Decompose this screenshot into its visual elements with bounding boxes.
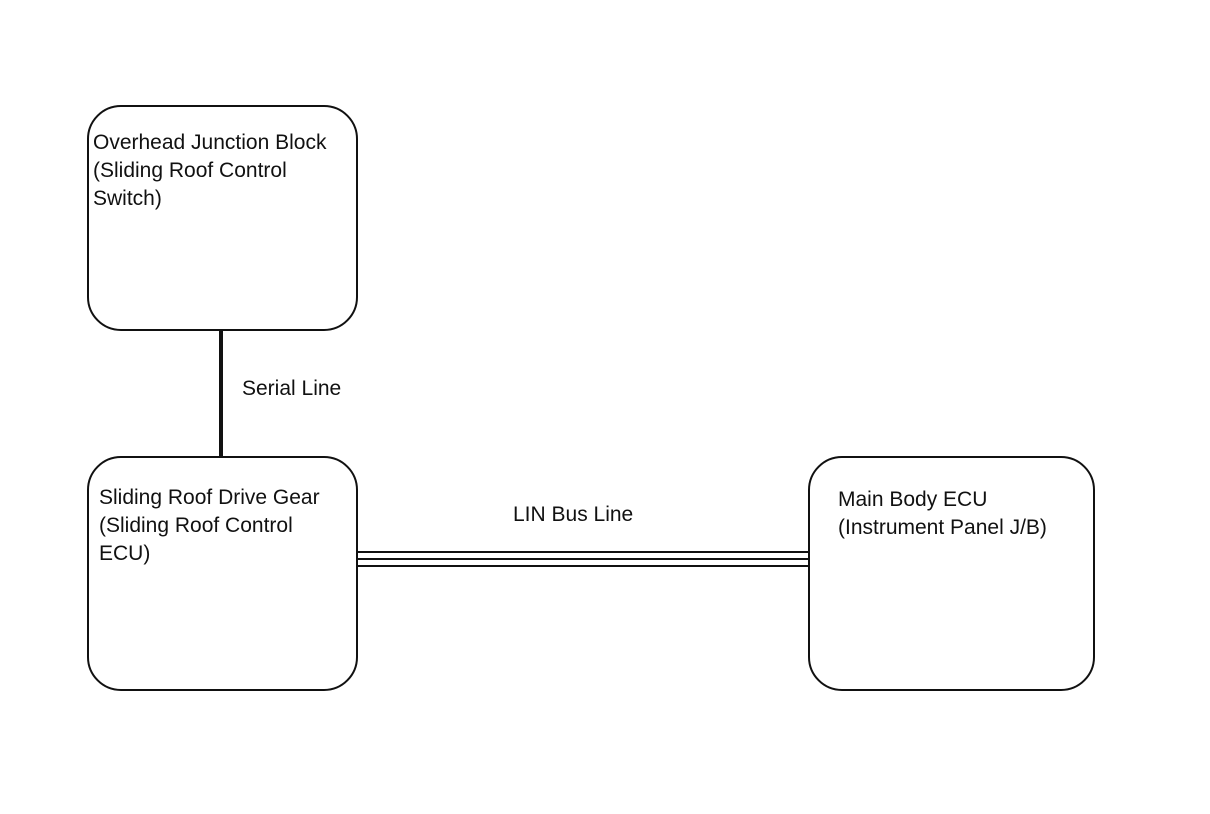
node-text-line: (Sliding Roof Control	[99, 514, 293, 537]
lin-bus-line-connector	[358, 551, 808, 567]
main-body-ecu-node: Main Body ECU (Instrument Panel J/B)	[808, 456, 1095, 691]
sliding-roof-drive-gear-node: Sliding Roof Drive Gear (Sliding Roof Co…	[87, 456, 358, 691]
node-text-line: (Instrument Panel J/B)	[838, 516, 1047, 539]
serial-line-label: Serial Line	[242, 377, 342, 400]
node-text-line: Switch)	[93, 187, 162, 210]
node-text-line: ECU)	[99, 542, 151, 565]
node-text-line: Main Body ECU	[838, 488, 988, 511]
overhead-junction-block-node: Overhead Junction Block (Sliding Roof Co…	[87, 105, 358, 331]
node-text-line: (Sliding Roof Control	[93, 159, 287, 182]
node-text-line: Overhead Junction Block	[93, 131, 327, 154]
lin-bus-line-label: LIN Bus Line	[513, 503, 634, 526]
node-text-line: Sliding Roof Drive Gear	[99, 486, 320, 509]
